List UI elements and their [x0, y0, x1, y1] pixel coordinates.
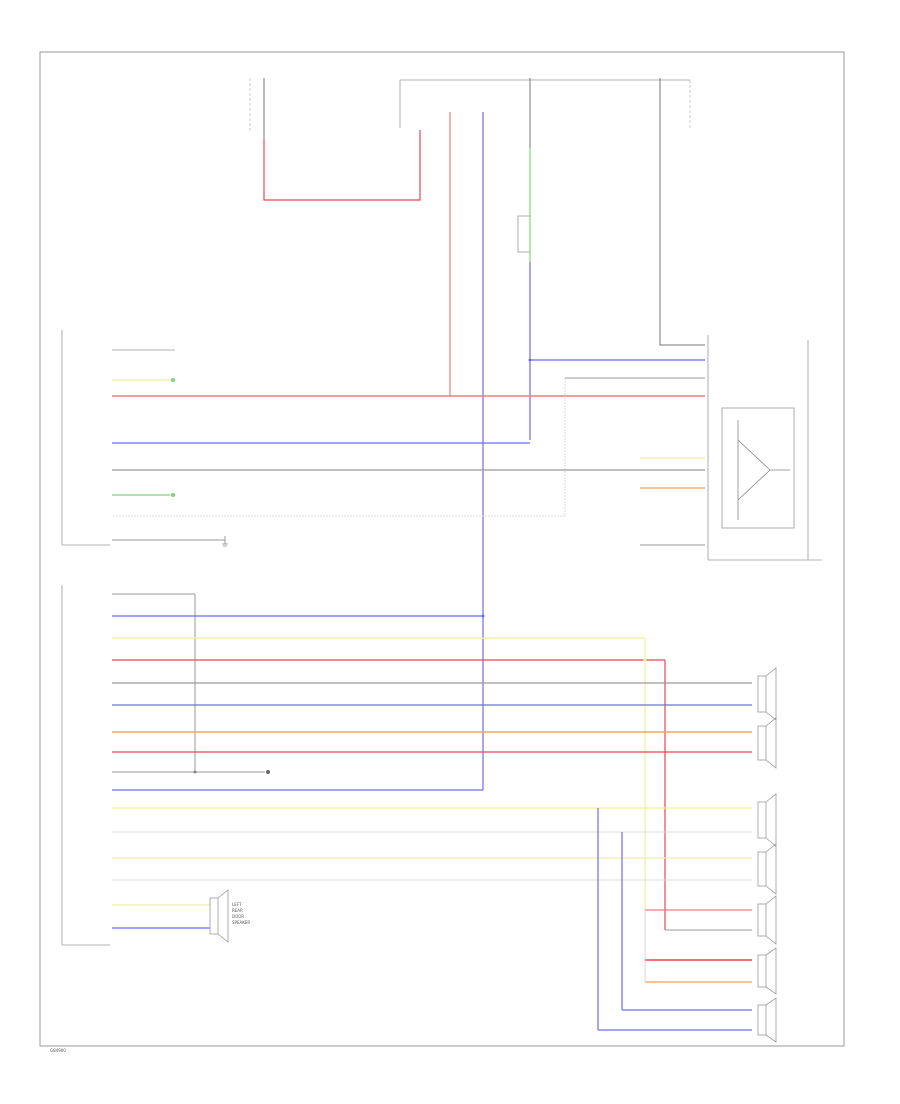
speaker-symbols: [757, 667, 777, 1043]
speaker-icon: [757, 903, 767, 937]
speaker-cone-icon: [765, 793, 777, 847]
red-wire-loop: [263, 130, 421, 201]
ground-dot-495: [171, 493, 175, 497]
speaker-cone-icon: [765, 895, 777, 945]
speaker-icon: [757, 801, 767, 839]
upper-horizontal-wires: [112, 359, 705, 546]
wire-516: [112, 378, 566, 517]
speaker-cone-icon: [765, 717, 777, 769]
ground-dot-380: [171, 378, 175, 382]
switch-symbol: [737, 420, 790, 520]
speaker-cone-icon: [765, 667, 777, 721]
diagram-frame: [39, 51, 845, 1047]
right-module: [707, 335, 822, 561]
tweeter-icon: [757, 954, 767, 988]
lower-right-feeds: [597, 808, 752, 1031]
feed-wires: [263, 112, 705, 790]
splice-dot: [643, 658, 647, 662]
top-fuse-sources: [249, 78, 691, 253]
connector-box: [517, 215, 531, 253]
footer-code: G84900: [50, 1048, 66, 1053]
splice-dot: [193, 770, 197, 774]
ground-icon: [222, 536, 228, 547]
lower-horizontal-wires: [112, 593, 752, 930]
speaker-cone-icon: [217, 889, 229, 943]
tweeter-icon: [757, 1004, 767, 1036]
splice-dot: [528, 358, 532, 362]
tweeter-cone-icon: [765, 947, 777, 995]
left-module-upper: [61, 330, 175, 946]
speaker-icon: [757, 675, 767, 713]
speaker-icon: [757, 851, 767, 887]
ground-symbols: [193, 358, 647, 774]
left-rear-speaker: [209, 889, 229, 943]
speaker-cone-icon: [765, 843, 777, 895]
speaker-icon: [209, 897, 219, 935]
ground-dot-icon: [266, 770, 270, 774]
splice-dot: [481, 614, 485, 618]
speaker-icon: [757, 725, 767, 761]
gray-feed-wire: [659, 148, 705, 346]
left-rear-speaker-label: LEFT REAR DOOR SPEAKER: [232, 902, 250, 925]
switch-inner-box: [721, 407, 795, 529]
tweeter-cone-icon: [765, 997, 777, 1043]
